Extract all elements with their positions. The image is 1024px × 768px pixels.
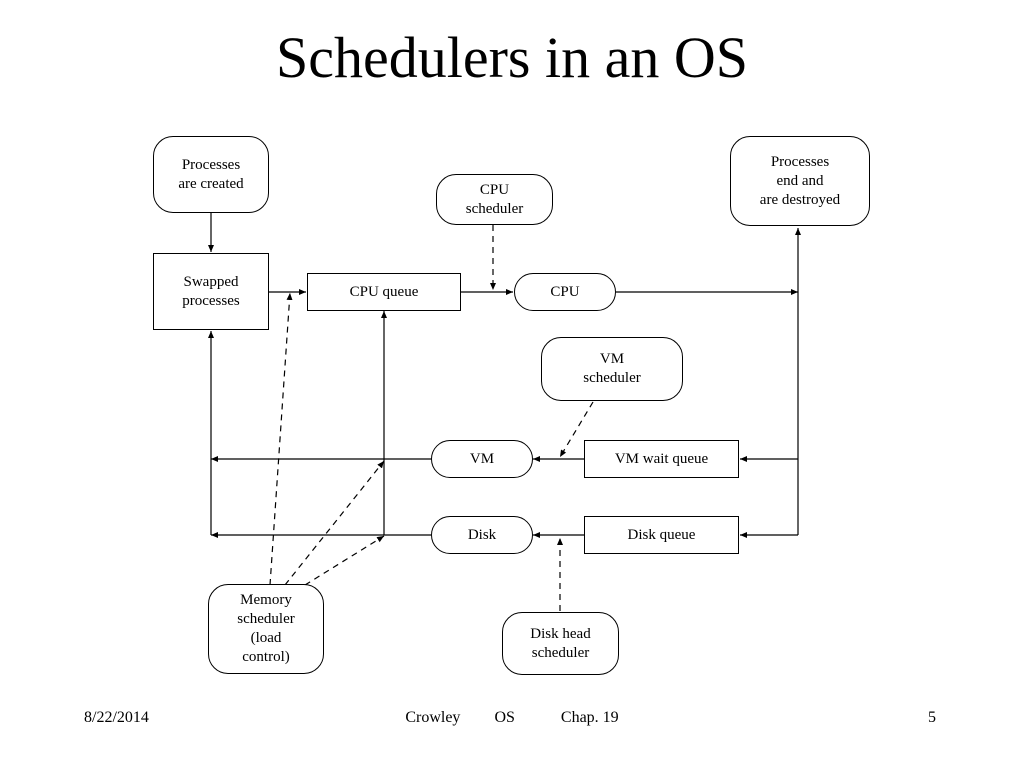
- node-disk-queue-label: Disk queue: [627, 526, 696, 543]
- node-vm-wait-queue: VM wait queue: [584, 440, 739, 478]
- node-cpu: CPU: [514, 273, 616, 311]
- node-vm-scheduler: VM scheduler: [541, 337, 683, 401]
- node-swapped-processes-label: Swapped processes: [182, 273, 240, 309]
- node-disk-queue: Disk queue: [584, 516, 739, 554]
- node-vm: VM: [431, 440, 533, 478]
- slide-title: Schedulers in an OS: [276, 25, 748, 90]
- node-cpu-scheduler: CPU scheduler: [436, 174, 553, 225]
- node-cpu-queue: CPU queue: [307, 273, 461, 311]
- footer-date: 8/22/2014: [84, 709, 149, 726]
- node-cpu-scheduler-label: CPU scheduler: [465, 181, 524, 217]
- footer-center: Crowley OS Chap. 19: [0, 708, 1024, 728]
- node-processes-end: Processes end and are destroyed: [730, 136, 870, 226]
- node-processes-created: Processes are created: [153, 136, 269, 213]
- node-swapped-processes: Swapped processes: [153, 253, 269, 330]
- node-memory-scheduler: Memory scheduler (load control): [208, 584, 324, 674]
- node-vm-label: VM: [469, 450, 495, 467]
- node-vm-scheduler-label: VM scheduler: [583, 351, 641, 386]
- node-memory-scheduler-label: Memory scheduler (load control): [237, 592, 295, 665]
- node-disk-label: Disk: [467, 526, 497, 543]
- node-disk-head-scheduler-label: Disk head scheduler: [530, 625, 591, 661]
- node-vm-wait-queue-label: VM wait queue: [614, 450, 709, 467]
- dashed-memory-to-swapped: [269, 292, 293, 586]
- footer-author: Crowley: [405, 709, 461, 726]
- node-cpu-label: CPU: [550, 283, 580, 300]
- footer-course: OS: [494, 709, 515, 726]
- dashed-memory-to-vm-junction: [284, 460, 385, 586]
- footer-page-number: 5: [928, 709, 936, 726]
- node-disk-head-scheduler: Disk head scheduler: [502, 612, 619, 675]
- node-processes-end-label: Processes end and are destroyed: [759, 153, 841, 208]
- node-disk: Disk: [431, 516, 533, 554]
- node-cpu-queue-label: CPU queue: [349, 283, 419, 300]
- dashed-memory-to-disk-junction: [304, 535, 385, 586]
- node-processes-created-label: Processes are created: [178, 156, 244, 192]
- footer-chapter: Chap. 19: [560, 709, 619, 726]
